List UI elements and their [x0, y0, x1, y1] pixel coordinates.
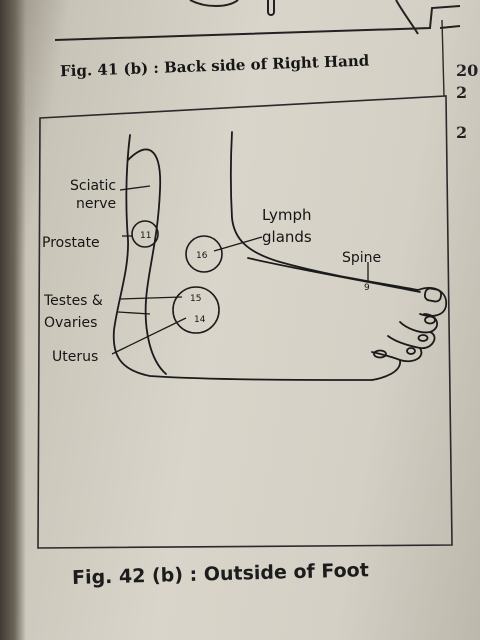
- facing-page-numbers: 20 2 2: [456, 60, 480, 160]
- foot-outline: [112, 131, 447, 381]
- leader-lines: [111, 185, 369, 355]
- point-14: 14: [194, 315, 206, 325]
- facing-page-border: [441, 19, 445, 97]
- label-lymph-line1: Lymph: [262, 206, 312, 224]
- reflex-circle-testes-uterus: [172, 286, 220, 334]
- facing-number-1: 20: [456, 61, 479, 80]
- label-lymph-line2: glands: [262, 228, 312, 246]
- label-testes-line2: Ovaries: [44, 315, 97, 331]
- reflex-circle-prostate: [131, 220, 159, 248]
- facing-number-3: 2: [456, 123, 468, 142]
- previous-figure-fragment: [54, 0, 461, 41]
- point-11: 11: [140, 231, 151, 241]
- label-sciatic-line1: Sciatic: [70, 178, 116, 194]
- label-uterus: Uterus: [52, 349, 98, 365]
- point-15: 15: [190, 294, 201, 304]
- reflex-points: [131, 220, 223, 334]
- label-prostate: Prostate: [42, 235, 100, 251]
- point-9: 9: [364, 283, 370, 293]
- facing-number-2: 2: [456, 83, 468, 102]
- figure-frame: [37, 95, 453, 549]
- page-gutter-shadow: [0, 0, 26, 640]
- label-sciatic-line2: nerve: [76, 196, 116, 212]
- reflex-circle-lymph: [185, 235, 223, 273]
- point-16: 16: [196, 251, 208, 261]
- label-testes-line1: Testes &: [43, 293, 103, 309]
- label-spine: Spine: [342, 250, 381, 266]
